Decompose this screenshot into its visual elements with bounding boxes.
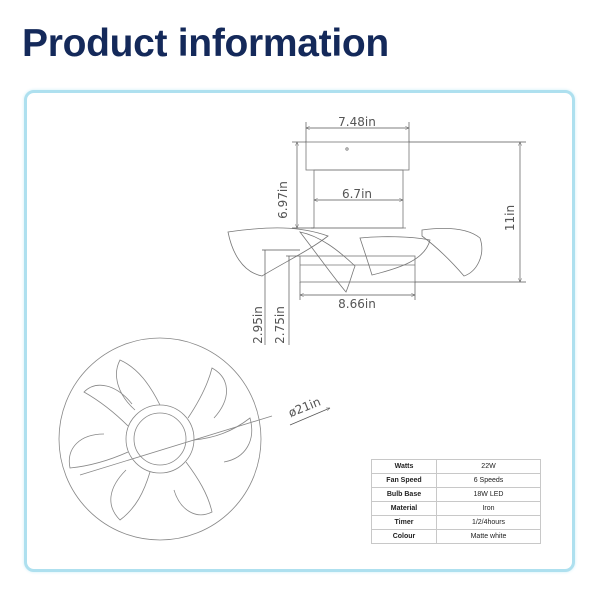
spec-value: Matte white — [436, 529, 541, 544]
dim-total-height-label: 11in — [503, 205, 517, 231]
spec-label: Material — [371, 501, 437, 516]
spec-label: Watts — [371, 459, 437, 474]
light-base-shape — [299, 255, 416, 283]
diameter-line — [79, 415, 273, 476]
dim-base-width-label: 8.66in — [338, 297, 376, 311]
side-view — [227, 141, 483, 293]
spec-value: 18W LED — [436, 487, 541, 502]
table-row: Fan Speed 6 Speeds — [371, 473, 541, 488]
blade-2 — [187, 367, 227, 419]
blade-5 — [110, 469, 151, 521]
spec-label: Colour — [371, 529, 437, 544]
blade-right-inner — [359, 236, 431, 276]
dim-base-height-a-label: 2.95in — [251, 306, 265, 344]
spec-value: 6 Speeds — [436, 473, 541, 488]
table-row: Bulb Base 18W LED — [371, 487, 541, 502]
canopy-shape — [305, 141, 410, 171]
table-row: Material Iron — [371, 501, 541, 516]
blade-right — [421, 228, 483, 277]
hub-inner-circle — [133, 412, 187, 466]
dim-body-height-label: 6.97in — [276, 181, 290, 219]
blade-left — [227, 227, 329, 277]
blades-bottom — [68, 359, 253, 521]
blade-front — [299, 231, 356, 293]
blade-6 — [68, 433, 129, 469]
spec-value: 1/2/4hours — [436, 515, 541, 530]
spec-label: Bulb Base — [371, 487, 437, 502]
spec-label: Fan Speed — [371, 473, 437, 488]
page-title: Product information — [22, 22, 389, 65]
canopy-screw — [345, 147, 349, 151]
blade-1 — [116, 359, 161, 411]
hub-outer-circle — [125, 404, 195, 474]
blade-4 — [173, 461, 213, 516]
table-row: Colour Matte white — [371, 529, 541, 544]
dim-body-width-label: 6.7in — [342, 187, 372, 201]
table-row: Timer 1/2/4hours — [371, 515, 541, 530]
blade-span-circle — [58, 337, 262, 541]
dimension-lines — [262, 122, 526, 426]
dim-diameter-leader — [289, 407, 330, 426]
spec-value: Iron — [436, 501, 541, 516]
blade-3 — [193, 417, 253, 463]
blade-7 — [83, 384, 133, 427]
dim-diameter-label: ø21in — [286, 395, 322, 421]
spec-value: 22W — [436, 459, 541, 474]
table-row: Watts 22W — [371, 459, 541, 474]
spec-table: Watts 22W Fan Speed 6 Speeds Bulb Base 1… — [371, 459, 541, 544]
dim-base-height-b-label: 2.75in — [273, 306, 287, 344]
bottom-view — [58, 337, 273, 541]
spec-label: Timer — [371, 515, 437, 530]
dim-top-width-label: 7.48in — [338, 115, 376, 129]
